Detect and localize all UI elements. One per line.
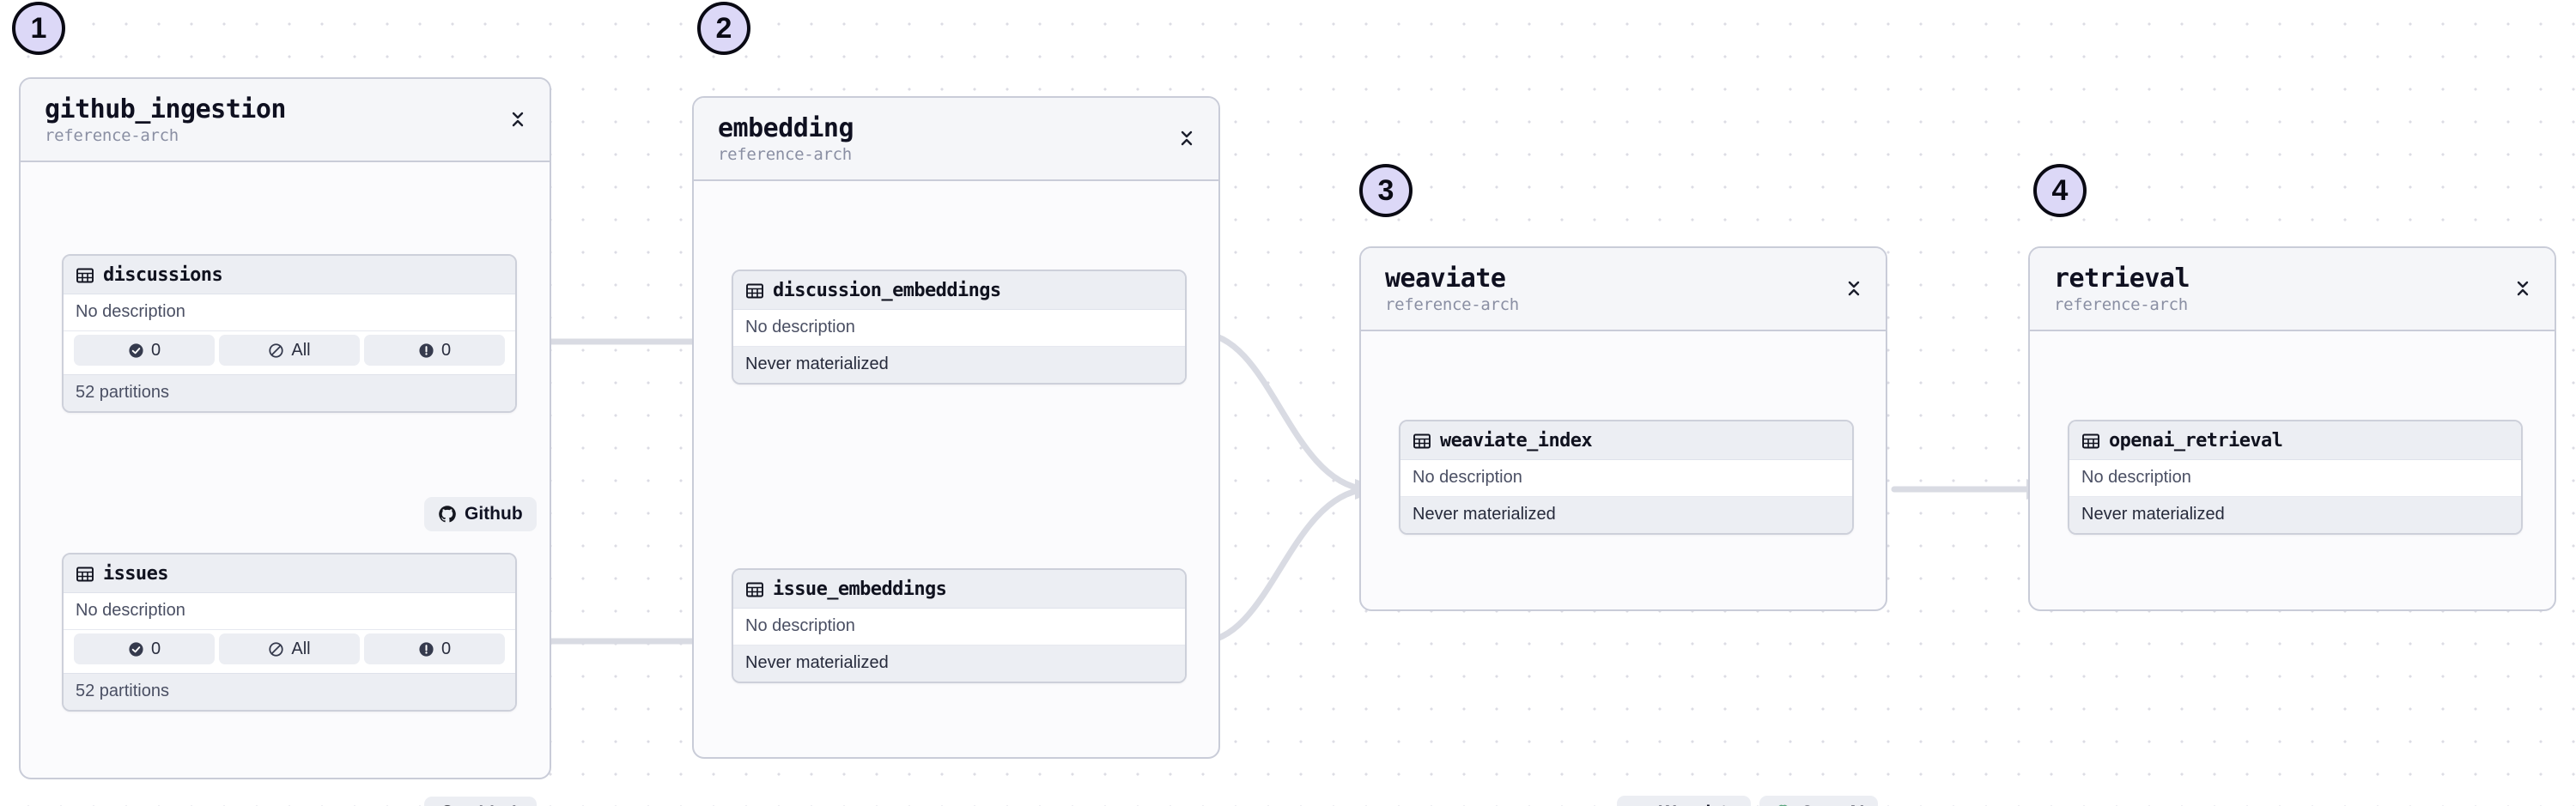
asset-node-issues[interactable]: issues No description 0 All [62,553,517,712]
status-badge-label: All [291,639,311,658]
edge-discussion-embeddings-to-weaviate-index [1195,330,1369,493]
status-badge-label: 0 [150,340,161,360]
asset-header: discussion_embeddings [733,271,1185,310]
check-circle-icon [129,342,143,358]
asset-name: discussion_embeddings [773,280,1001,301]
status-badge-label: 0 [440,639,452,658]
github-icon [439,506,456,523]
asset-description: No description [1400,460,1852,497]
asset-header: discussions [64,256,515,294]
asset-description: No description [64,294,515,331]
group-weaviate[interactable]: weaviate reference-arch weaviate [1359,246,1887,611]
tag-label: Weaviate [1659,803,1737,806]
asset-description: No description [2069,460,2521,497]
group-embedding[interactable]: embedding reference-arch di [692,96,1879,806]
chevron-collapse-icon[interactable] [2513,272,2532,305]
asset-materialization-status: Never materialized [733,347,1185,383]
group-subtitle: reference-arch [718,144,852,164]
tag-weaviate[interactable]: Weaviate [1617,796,1751,806]
group-retrieval-header[interactable]: retrieval reference-arch [2030,248,2555,331]
asset-materialization-status: Never materialized [1400,497,1852,533]
table-icon [76,567,94,581]
tag-label: Github [465,504,523,524]
asset-partitions: 52 partitions [64,673,515,710]
chevron-collapse-icon[interactable] [1177,122,1196,155]
asset-node-openai-retrieval[interactable]: openai_retrieval No description Never ma… [2068,420,2523,535]
asset-name: weaviate_index [1440,430,1593,451]
asset-header: issue_embeddings [733,570,1185,609]
exclamation-circle-icon [419,641,434,657]
status-badge-label: 0 [150,639,161,658]
status-badge-failed[interactable]: 0 [364,633,505,664]
table-icon [746,283,763,298]
step-badge-1: 1 [12,2,65,55]
tag-label: Github [465,803,523,806]
asset-name: discussions [103,264,223,286]
asset-node-discussion-embeddings[interactable]: discussion_embeddings No description Nev… [732,270,1187,385]
asset-description: No description [733,609,1185,645]
step-badge-2: 2 [697,2,750,55]
asset-badge-row: 0 All 0 [64,331,515,374]
group-title: retrieval [2054,264,2190,294]
step-badge-3-label: 3 [1377,173,1394,207]
asset-partitions: 52 partitions [64,374,515,411]
check-circle-icon [129,641,143,657]
asset-node-issue-embeddings[interactable]: issue_embeddings No description Never ma… [732,568,1187,683]
group-title: weaviate [1385,264,1506,294]
step-badge-4-label: 4 [2051,173,2069,207]
group-github-ingestion[interactable]: github_ingestion reference-arch [19,77,551,806]
asset-node-weaviate-index[interactable]: weaviate_index No description Never mate… [1399,420,1854,535]
asset-description: No description [733,310,1185,347]
chevron-collapse-icon[interactable] [1844,272,1863,305]
step-badge-3: 3 [1359,164,1413,217]
asset-tags-discussions: Github [424,497,537,531]
no-entry-icon [269,342,283,358]
asset-badge-row: 0 All 0 [64,630,515,673]
table-icon [76,268,94,282]
table-icon [1413,433,1431,448]
status-badge-label: 0 [440,340,452,360]
group-title: github_ingestion [45,94,286,124]
group-subtitle: reference-arch [2054,294,2188,314]
asset-name: openai_retrieval [2109,430,2283,451]
group-embedding-header[interactable]: embedding reference-arch [694,98,1218,181]
asset-header: openai_retrieval [2069,421,2521,460]
step-badge-2-label: 2 [715,11,732,45]
status-badge-materialized[interactable]: 0 [74,335,215,366]
asset-materialization-status: Never materialized [2069,497,2521,533]
step-badge-4: 4 [2033,164,2087,217]
asset-tags-issues: Github [424,797,537,806]
asset-node-discussions[interactable]: discussions No description 0 All [62,254,517,413]
no-entry-icon [269,641,283,657]
tag-github[interactable]: Github [424,497,537,531]
asset-materialization-status: Never materialized [733,645,1185,682]
tag-github[interactable]: Github [424,797,537,806]
status-badge-failed[interactable]: 0 [364,335,505,366]
status-badge-missing[interactable]: All [219,633,360,664]
group-retrieval[interactable]: retrieval reference-arch openai_ [2028,246,2556,611]
asset-header: issues [64,555,515,593]
group-title: embedding [718,113,854,143]
asset-description: No description [64,593,515,630]
group-subtitle: reference-arch [1385,294,1519,314]
tag-label: OpenAI [1801,803,1865,806]
group-subtitle: reference-arch [45,125,179,145]
table-icon [746,582,763,597]
status-badge-materialized[interactable]: 0 [74,633,215,664]
asset-tags-issue-embeddings: Weaviate OpenAI [1617,796,1879,806]
tag-openai[interactable]: OpenAI [1759,796,1879,806]
group-weaviate-header[interactable]: weaviate reference-arch [1361,248,1886,331]
group-github-ingestion-header[interactable]: github_ingestion reference-arch [21,79,550,162]
table-icon [2082,433,2099,448]
step-badge-1-label: 1 [30,11,47,45]
asset-name: issue_embeddings [773,579,947,600]
openai-icon [1777,804,1788,806]
asset-header: weaviate_index [1400,421,1852,460]
edge-issue-embeddings-to-weaviate-index [1195,486,1369,645]
asset-name: issues [103,563,168,585]
exclamation-circle-icon [419,342,434,358]
chevron-collapse-icon[interactable] [508,103,527,136]
status-badge-missing[interactable]: All [219,335,360,366]
status-badge-label: All [291,340,311,360]
